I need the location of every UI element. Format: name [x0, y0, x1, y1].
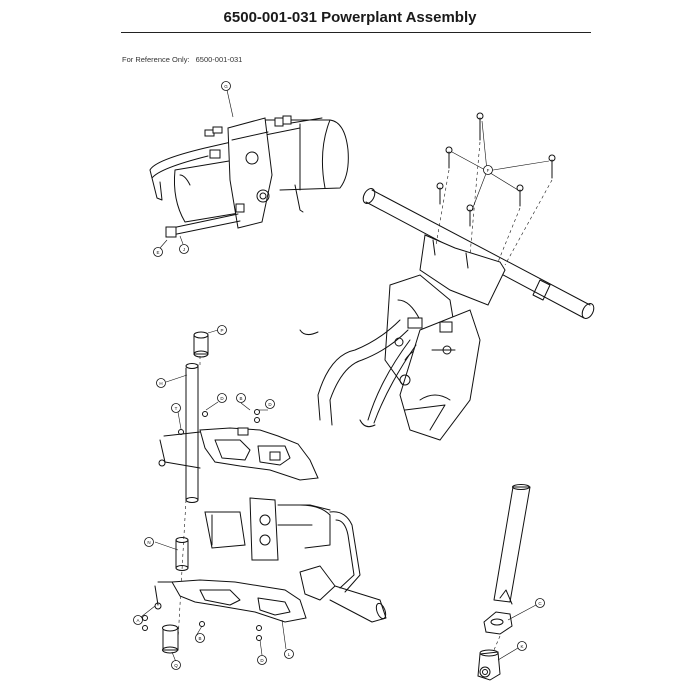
callout-p: P — [217, 325, 227, 335]
callout-l-label: L — [288, 652, 291, 657]
frame-handle-view — [299, 112, 595, 441]
callout-j-label: J — [183, 247, 185, 252]
callout-e: E — [153, 247, 163, 257]
callout-a: A — [133, 615, 143, 625]
callout-d3: D — [257, 655, 267, 665]
callout-d2: D — [265, 399, 275, 409]
callout-f-bubble — [483, 165, 493, 175]
callout-j: J — [179, 244, 189, 254]
pedal-frame-view — [140, 329, 387, 663]
reference-note: For Reference Only: 6500-001-031 — [122, 55, 246, 64]
callout-b1: B — [236, 393, 246, 403]
callout-d1: D — [217, 393, 227, 403]
title-divider — [121, 32, 591, 33]
callout-d2-bubble — [265, 399, 275, 409]
callout-k-label: K — [520, 644, 523, 649]
callout-h-label: H — [159, 381, 162, 386]
callout-h: H — [156, 378, 166, 388]
callout-c-label: C — [538, 601, 542, 606]
callout-d3-bubble — [257, 655, 267, 665]
callout-d2-label: D — [268, 402, 272, 407]
rod-end-view — [477, 484, 537, 681]
power-unit-view — [149, 89, 349, 249]
callout-p-label: P — [220, 328, 223, 333]
callout-d3-label: D — [260, 658, 264, 663]
callout-g: G — [221, 81, 231, 91]
page-title: 6500-001-031 Powerplant Assembly — [223, 9, 477, 26]
callout-q-label: Q — [174, 663, 178, 668]
callout-g-bubble — [221, 81, 231, 91]
callout-e-bubble — [153, 247, 163, 257]
callout-n-label: N — [147, 540, 150, 545]
callout-b1-bubble — [236, 393, 246, 403]
callout-b2: B — [195, 633, 205, 643]
callout-l: L — [284, 649, 294, 659]
callout-c: C — [535, 598, 545, 608]
callout-t-label: T — [175, 406, 178, 411]
callout-q: Q — [171, 660, 181, 670]
callout-f: F — [483, 165, 493, 175]
callout-p-bubble — [217, 325, 227, 335]
callout-t-bubble — [171, 403, 181, 413]
callout-k: K — [517, 641, 527, 651]
reference-label: For Reference Only: — [122, 55, 190, 64]
callout-k-bubble — [517, 641, 527, 651]
callout-d1-label: D — [220, 396, 224, 401]
callout-layer: G E J F P H D B D T N A B Q D L C K — [133, 81, 545, 670]
callout-c-bubble — [535, 598, 545, 608]
callout-b1-label: B — [239, 396, 242, 401]
callout-e-label: E — [156, 250, 159, 255]
callout-n: N — [144, 537, 154, 547]
callout-n-bubble — [144, 537, 154, 547]
callout-t: T — [171, 403, 181, 413]
callout-q-bubble — [171, 660, 181, 670]
callout-l-bubble — [284, 649, 294, 659]
callout-h-bubble — [156, 378, 166, 388]
callout-d1-bubble — [217, 393, 227, 403]
reference-number: 6500-001-031 — [195, 55, 243, 64]
callout-b2-bubble — [195, 633, 205, 643]
callout-a-bubble — [133, 615, 143, 625]
callout-f-label: F — [487, 168, 490, 173]
callout-b2-label: B — [198, 636, 201, 641]
callout-a-label: A — [136, 618, 139, 623]
callout-j-bubble — [179, 244, 189, 254]
callout-g-label: G — [224, 84, 228, 89]
